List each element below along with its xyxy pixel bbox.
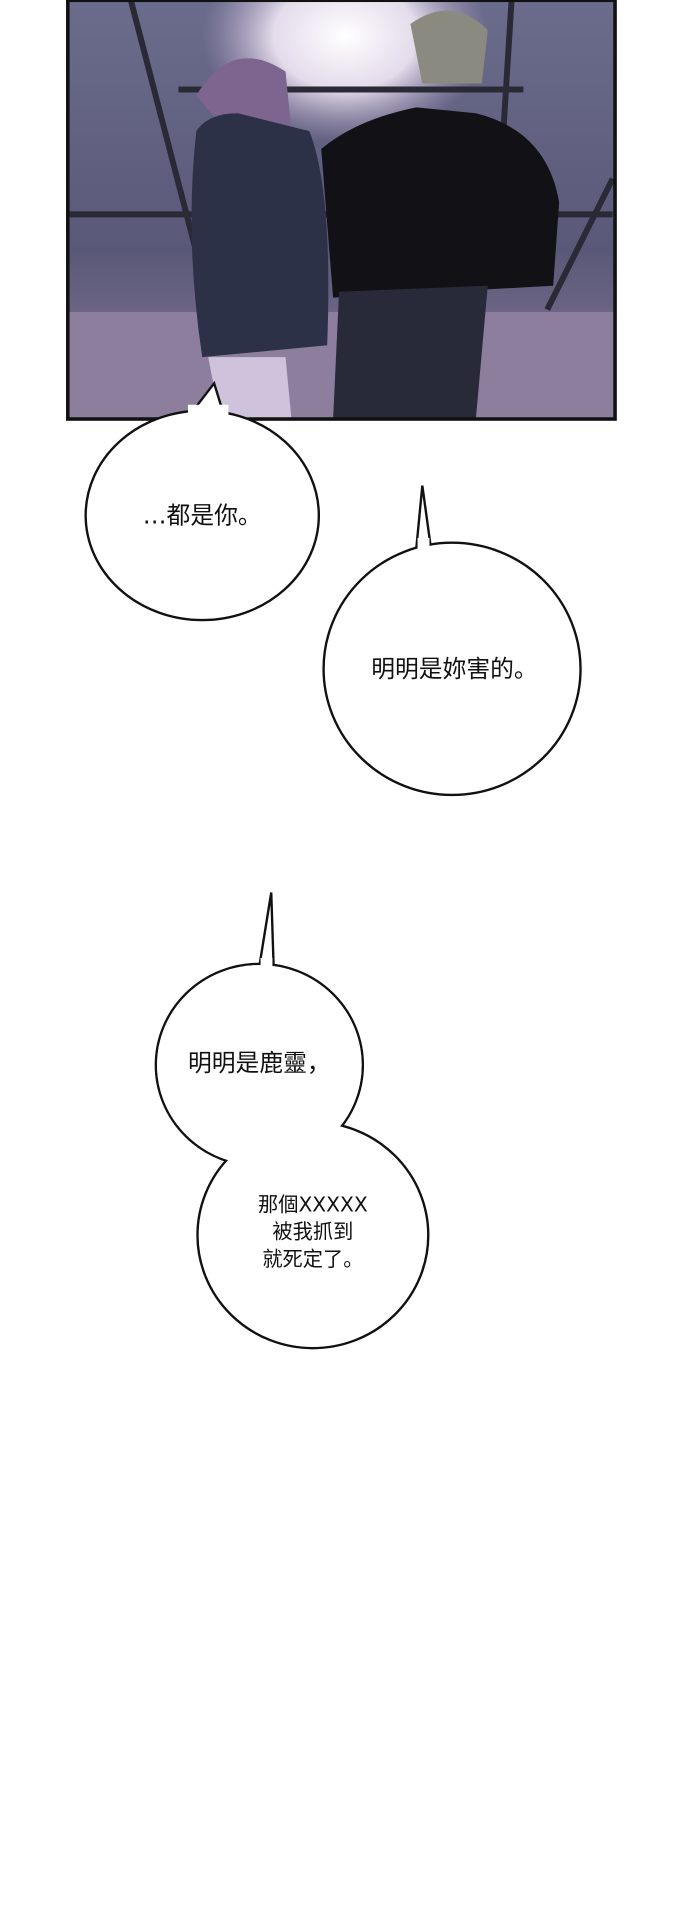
bubble-4-line-2: 被我抓到 (272, 1220, 353, 1244)
bubble-3-text: 明明是鹿靈， (188, 1049, 331, 1077)
speech-bubble-2: 明明是妳害的。 (322, 485, 582, 797)
bubble-1-text: …都是你。 (143, 502, 262, 530)
woman-figure (191, 58, 329, 420)
bubble-4-line-1: 那個XXXXX (258, 1192, 368, 1216)
speech-bubble-3: 明明是鹿靈， 那個XXXXX 被我抓到 就死定了。 (154, 892, 430, 1350)
bubble-4-line-3: 就死定了。 (262, 1247, 363, 1271)
comic-panel (66, 0, 617, 421)
bubble-2-text: 明明是妳害的。 (371, 655, 537, 683)
panel-border (66, 0, 617, 421)
man-figure (321, 10, 560, 420)
speech-bubble-1: …都是你。 (84, 380, 321, 622)
